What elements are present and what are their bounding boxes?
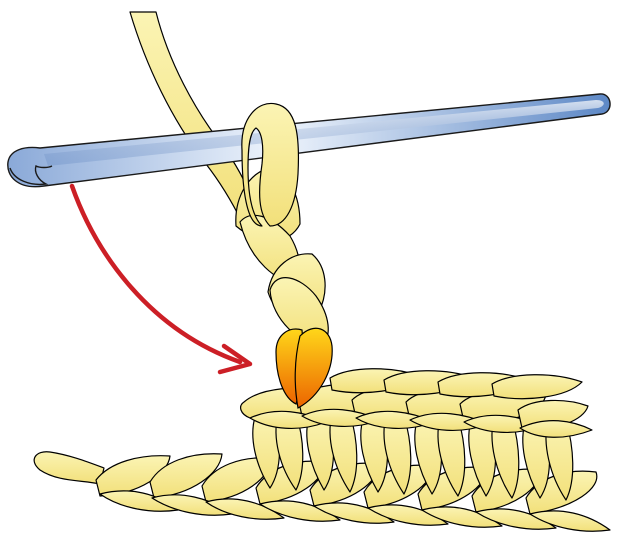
direction-arrow-icon xyxy=(72,186,250,372)
working-yarn xyxy=(130,12,256,222)
loop-on-hook xyxy=(242,103,299,226)
crochet-hook-icon xyxy=(8,94,610,187)
yarn-tail xyxy=(34,452,104,484)
